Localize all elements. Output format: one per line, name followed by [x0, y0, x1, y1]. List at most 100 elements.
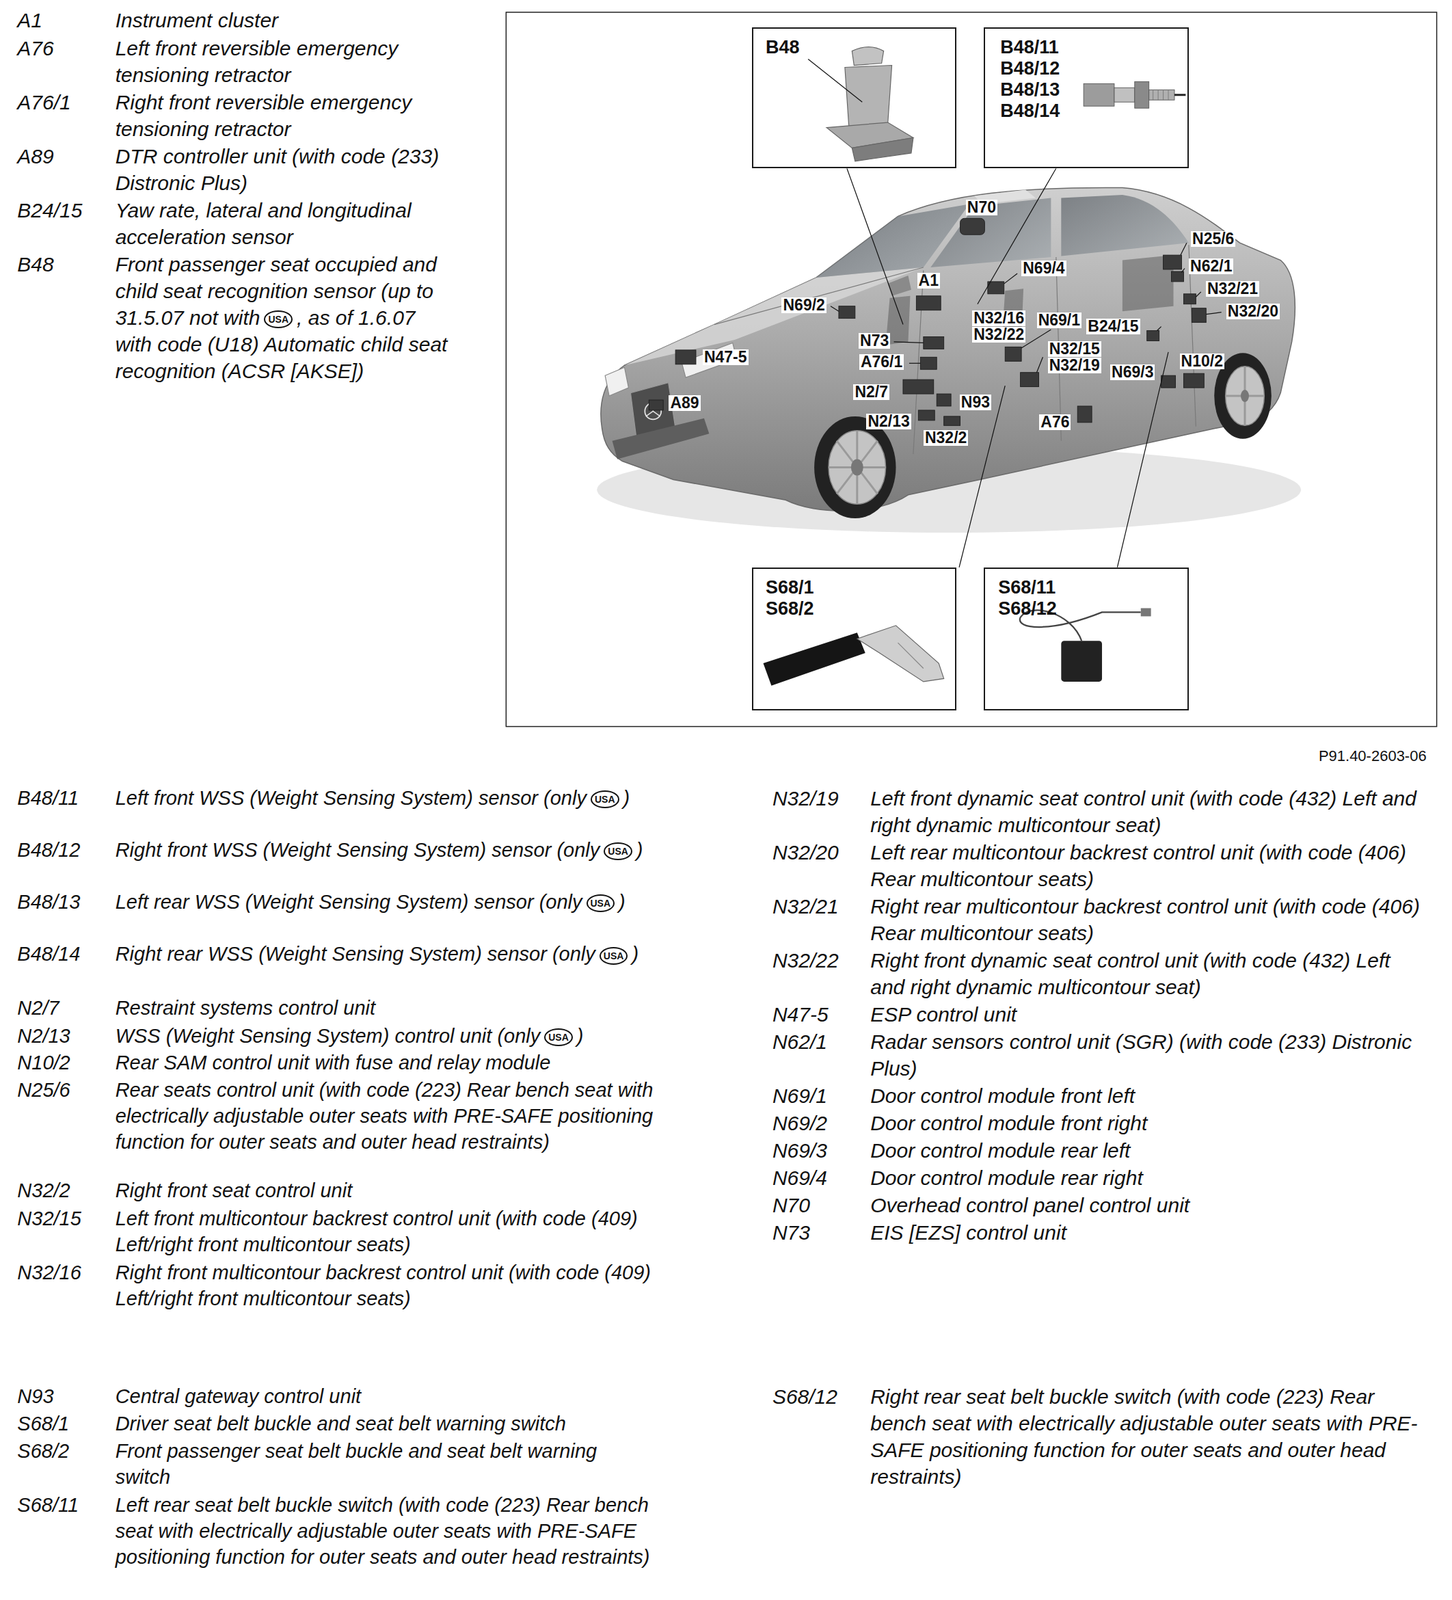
- part-description: WSS (Weight Sensing System) control unit…: [115, 1024, 541, 1047]
- control-unit: [903, 379, 934, 394]
- car-body: [600, 187, 1295, 511]
- part-description: Left front reversible emergency tensioni…: [115, 36, 399, 87]
- callout-number: B24/15: [1086, 318, 1140, 335]
- inset-label: S68/1: [765, 576, 956, 599]
- part-description-group: Radar sensors control unit (SGR) (with c…: [870, 1028, 1427, 1082]
- part-description-group: Front passenger seat belt buckle and sea…: [115, 1437, 654, 1490]
- part-description: ): [618, 890, 626, 913]
- leader-line: [830, 306, 839, 312]
- part-code: A89: [17, 142, 54, 170]
- part-code: B48/14: [17, 940, 80, 967]
- sensor-picture: [1153, 89, 1169, 100]
- part-code: N32/20: [772, 838, 839, 866]
- part-description-group: Right rear multicontour backrest control…: [870, 892, 1427, 947]
- control-unit: [920, 356, 937, 370]
- part-description: Right front WSS (Weight Sensing System) …: [115, 838, 601, 861]
- part-code: S68/12: [772, 1382, 838, 1410]
- part-code: N32/22: [772, 946, 839, 974]
- leader-line: [830, 168, 1222, 568]
- car-body: [1240, 389, 1249, 402]
- part-code: N93: [17, 1382, 54, 1409]
- part-description: ): [623, 786, 631, 809]
- inset-box: S68/1S68/2: [751, 567, 957, 711]
- buckle-picture: [857, 625, 945, 682]
- control-unit: [960, 218, 986, 235]
- buckle-picture: [898, 642, 924, 668]
- part-description-group: ESP control unit: [870, 1000, 1427, 1028]
- part-description: Door control module rear right: [870, 1166, 1144, 1189]
- leader-line: [1195, 291, 1201, 297]
- part-code: B24/15: [17, 196, 83, 224]
- inset-ground: [751, 567, 957, 711]
- car-body: [1060, 194, 1189, 257]
- callout-number: N47-5: [702, 349, 749, 366]
- callout-number: N32/2: [923, 429, 968, 446]
- seat-picture: [851, 47, 884, 66]
- part-description-group: Left rear multicontour backrest control …: [870, 838, 1427, 893]
- callout-number: N32/21: [1205, 280, 1260, 297]
- part-description-group: Left front dynamic seat control unit (wi…: [870, 784, 1427, 839]
- part-description: Left rear multicontour backrest control …: [870, 840, 1407, 891]
- part-description-group: Right rear WSS (Weight Sensing System) s…: [115, 940, 654, 967]
- part-code: B48/13: [17, 888, 80, 915]
- part-description-group: Instrument cluster: [115, 6, 453, 34]
- control-unit: [1171, 271, 1185, 282]
- part-description: ): [636, 838, 644, 861]
- region-badge: USA: [603, 842, 633, 860]
- part-description-group: EIS [EZS] control unit: [870, 1218, 1427, 1246]
- figure-number: P91.40-2603-06: [1318, 747, 1427, 765]
- switch-picture: [1140, 607, 1152, 616]
- callout-number: N69/2: [781, 297, 826, 314]
- part-code: N47-5: [772, 1000, 829, 1028]
- callout-number: N32/22: [972, 326, 1026, 343]
- figure-frame: [505, 12, 1437, 727]
- part-description-group: Overhead control panel control unit: [870, 1191, 1427, 1219]
- inset-label: S68/12: [998, 598, 1188, 620]
- seat-picture: [851, 137, 914, 161]
- control-unit: [916, 296, 941, 311]
- part-code: B48: [17, 250, 54, 278]
- part-description: Central gateway control unit: [115, 1385, 361, 1407]
- part-description: Front passenger seat belt buckle and sea…: [115, 1439, 597, 1488]
- leader-line: [977, 168, 1057, 304]
- inset-label: B48/14: [1000, 100, 1188, 122]
- part-description-group: Left rear seat belt buckle switch (with …: [115, 1491, 654, 1570]
- inset-label: B48/11: [1000, 36, 1188, 59]
- part-description-group: Right front seat control unit: [115, 1177, 654, 1204]
- callout-number: A1: [917, 272, 940, 289]
- part-code: B48/12: [17, 836, 80, 863]
- part-description: Driver seat belt buckle and seat belt wa…: [115, 1412, 567, 1435]
- part-code: N69/4: [772, 1164, 828, 1191]
- inset-box: S68/11S68/12: [983, 567, 1189, 711]
- part-code: B48/11: [17, 784, 79, 811]
- control-unit: [1020, 372, 1040, 387]
- leader-line: [894, 341, 924, 343]
- car-body: [714, 244, 1197, 454]
- callout-number: N10/2: [1179, 353, 1225, 370]
- control-unit: [1163, 254, 1182, 270]
- switch-picture: [1060, 640, 1102, 682]
- part-description: EIS [EZS] control unit: [870, 1220, 1067, 1244]
- control-unit: [987, 281, 1005, 294]
- sensor-picture: [1083, 83, 1115, 106]
- inset-label: B48/12: [1000, 58, 1188, 80]
- part-description-group: Driver seat belt buckle and seat belt wa…: [115, 1410, 654, 1437]
- part-description-group: Front passenger seat occupied and child …: [115, 250, 453, 385]
- part-code: S68/11: [17, 1491, 79, 1518]
- inset-box: B48/11B48/12B48/13B48/14: [983, 27, 1189, 169]
- part-description-group: DTR controller unit (with code (233) Dis…: [115, 142, 453, 197]
- control-unit: [1147, 330, 1160, 342]
- part-description-group: Restraint systems control unit: [115, 994, 654, 1021]
- part-description-group: Door control module front left: [870, 1082, 1427, 1109]
- part-code: N2/7: [17, 994, 59, 1021]
- part-description: Door control module front right: [870, 1111, 1148, 1135]
- callout-number: N32/15: [1047, 341, 1102, 357]
- part-description-group: WSS (Weight Sensing System) control unit…: [115, 1022, 654, 1049]
- part-description: Rear SAM control unit with fuse and rela…: [115, 1051, 551, 1074]
- control-unit: [838, 306, 856, 319]
- callout-number: N32/19: [1047, 357, 1102, 374]
- leader-line: [847, 168, 904, 325]
- part-code: S68/1: [17, 1410, 70, 1437]
- inset-box: B48: [751, 27, 957, 169]
- inset-label: S68/2: [765, 598, 956, 620]
